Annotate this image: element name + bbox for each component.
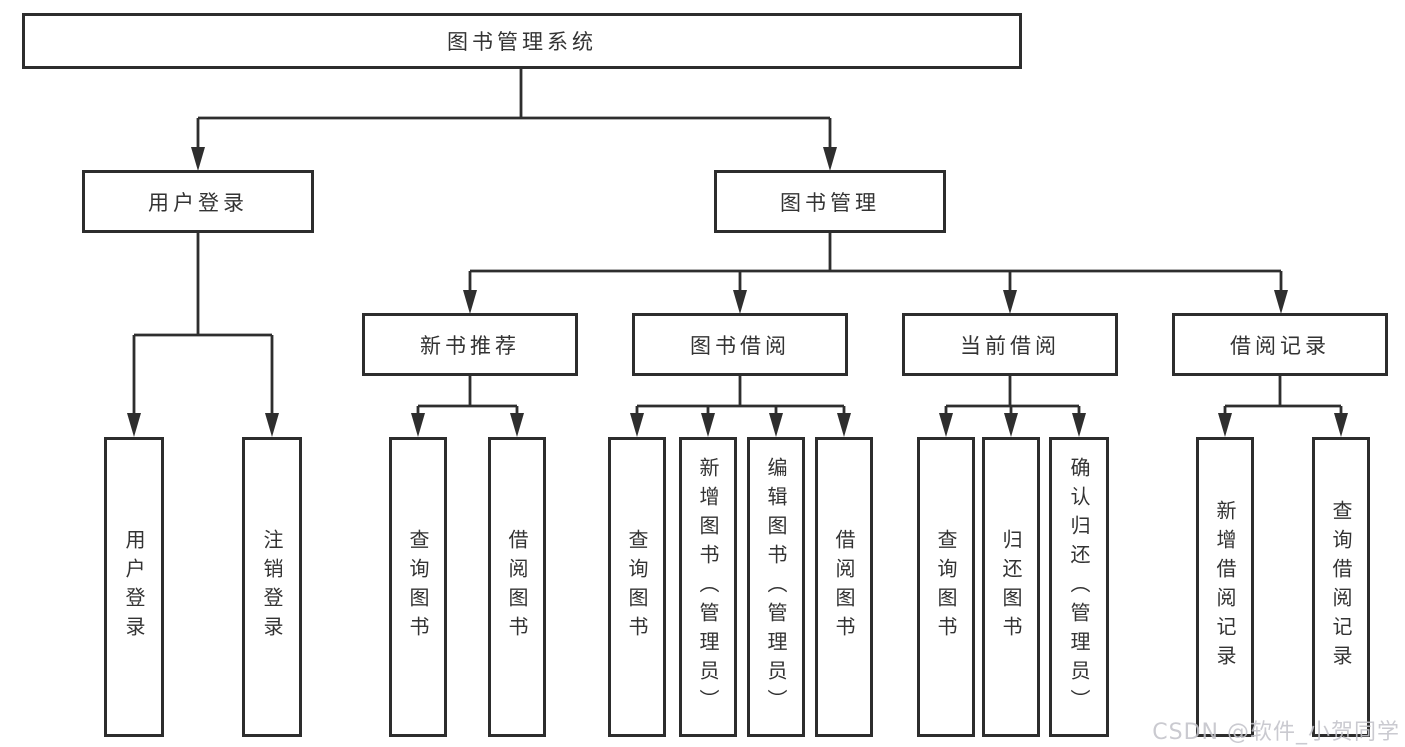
- leaf-logout: 注销登录: [242, 437, 302, 737]
- csdn-watermark: CSDN @软件_小贺同学: [1152, 720, 1400, 745]
- connector-borrow-records-children: [1218, 376, 1348, 437]
- leaf-add-book-admin: 新增图书（管理员）: [679, 437, 737, 737]
- leaf-query-books-borrow: 查询图书: [608, 437, 666, 737]
- connector-user-login-children: [127, 233, 279, 437]
- leaf-edit-book-admin: 编辑图书（管理员）: [747, 437, 805, 737]
- leaf-return-book: 归还图书: [982, 437, 1040, 737]
- leaf-query-borrow-record: 查询借阅记录: [1312, 437, 1370, 737]
- node-root-system: 图书管理系统: [22, 13, 1022, 69]
- node-book-management-module: 图书管理: [714, 170, 946, 233]
- node-current-borrow: 当前借阅: [902, 313, 1118, 376]
- connector-new-book-children: [411, 376, 524, 437]
- connector-book-borrow-children: [630, 376, 851, 437]
- connector-root-to-level2: [191, 69, 837, 171]
- connector-book-mgmt-children: [463, 233, 1288, 314]
- leaf-confirm-return-admin: 确认归还（管理员）: [1049, 437, 1109, 737]
- leaf-query-books-recommend: 查询图书: [389, 437, 447, 737]
- leaf-borrow-books-recommend: 借阅图书: [488, 437, 546, 737]
- node-book-borrow: 图书借阅: [632, 313, 848, 376]
- node-user-login-module: 用户登录: [82, 170, 314, 233]
- node-new-book-recommend: 新书推荐: [362, 313, 578, 376]
- leaf-add-borrow-record: 新增借阅记录: [1196, 437, 1254, 737]
- leaf-query-books-current: 查询图书: [917, 437, 975, 737]
- node-borrow-records: 借阅记录: [1172, 313, 1388, 376]
- connector-current-borrow-children: [939, 376, 1086, 437]
- leaf-user-login: 用户登录: [104, 437, 164, 737]
- leaf-borrow-books: 借阅图书: [815, 437, 873, 737]
